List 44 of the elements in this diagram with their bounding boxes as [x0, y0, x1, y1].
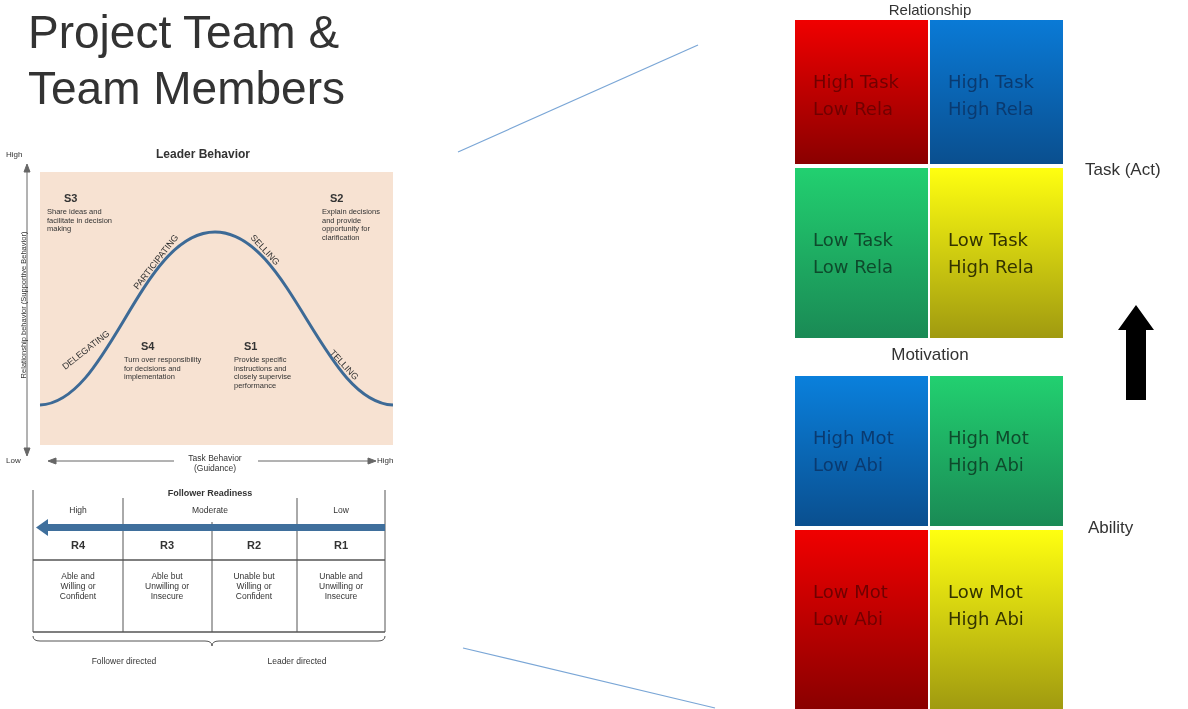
- text-label: Task Behavior (Guidance): [187, 454, 243, 474]
- text-label: Ability: [1088, 518, 1134, 538]
- quadrant-text: Low Task Low Rela: [813, 228, 894, 279]
- text-label: High: [377, 456, 394, 466]
- quadrant-box: [930, 20, 1063, 164]
- text-label: R3: [159, 539, 175, 552]
- text-label: Motivation: [891, 345, 969, 365]
- text-label: R1: [333, 539, 349, 552]
- quadrant-text: Low Mot Low Abi: [813, 580, 889, 631]
- text-label: Leader Behavior: [156, 148, 250, 162]
- text-label: R2: [246, 539, 262, 552]
- quadrant-text: Low Mot High Abi: [948, 580, 1025, 631]
- text-label: S4: [141, 340, 155, 353]
- text-label: Leader directed: [266, 657, 328, 667]
- text-label: S3: [64, 192, 78, 205]
- text-label: Unable and Unwilling or Insecure: [318, 572, 364, 602]
- quadrant-text: High Mot High Abi: [948, 426, 1030, 477]
- text-label: Follower Readiness: [167, 488, 253, 499]
- text-label: Task (Act): [1085, 160, 1161, 180]
- quadrant-box: [795, 20, 928, 164]
- text-label: S1: [244, 340, 258, 353]
- quadrant-box: [795, 168, 928, 338]
- text-label: Able but Unwilling or Insecure: [144, 572, 190, 602]
- text-label: Low: [6, 456, 21, 466]
- quadrant-box: [930, 530, 1063, 709]
- quadrant-text: High Task High Rela: [948, 70, 1035, 121]
- quadrant-box: [795, 530, 928, 709]
- quadrant-text: Low Task High Rela: [948, 228, 1035, 279]
- text-label: Moderate: [192, 506, 228, 516]
- quadrant-text: High Mot Low Abi: [813, 426, 895, 477]
- text-label: High: [69, 506, 87, 516]
- text-label: Able and Willing or Confident: [58, 572, 98, 602]
- text-label: S2: [330, 192, 344, 205]
- text-label: High: [6, 150, 23, 160]
- slide-title: Project Team & Team Members: [28, 5, 346, 116]
- quadrant-text: High Task Low Rela: [813, 70, 900, 121]
- text-label: Unable but Willing or Confident: [232, 572, 276, 602]
- quadrant-box: [930, 168, 1063, 338]
- text-label: R4: [70, 539, 86, 552]
- text-label: Relationship: [888, 1, 972, 19]
- quadrant-box: [930, 376, 1063, 526]
- text-label: Follower directed: [90, 657, 158, 667]
- quadrant-box: [795, 376, 928, 526]
- text-label: Low: [333, 506, 349, 516]
